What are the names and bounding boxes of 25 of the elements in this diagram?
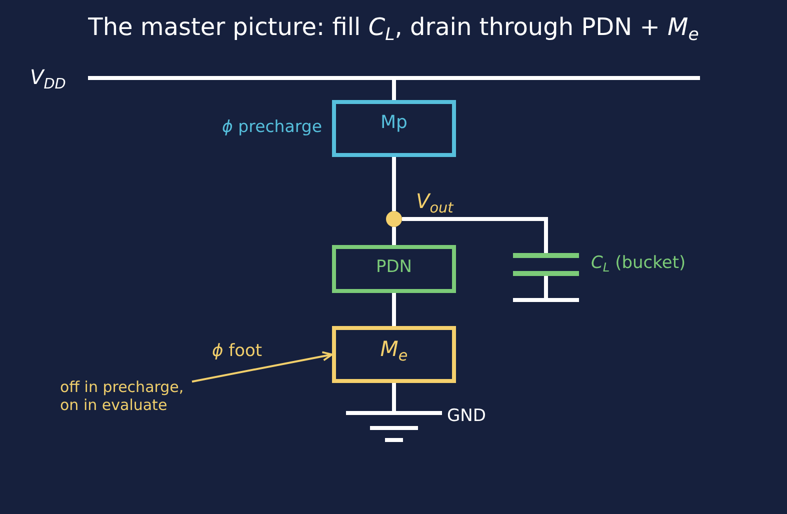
arrow — [192, 351, 333, 383]
junction-dot — [386, 211, 402, 227]
rail-label: V$_{DD}$ — [30, 65, 66, 89]
supply-rail — [88, 76, 700, 80]
network-label: PDN — [376, 256, 412, 278]
capacitor-label: C$_{L}$ (bucket) — [591, 253, 686, 274]
wire — [402, 217, 548, 253]
title: The master picture: fill C$_{L}$, drain through PDN + M$_{e}$ — [87, 13, 700, 42]
wire — [392, 383, 396, 411]
transistor-label: Mp — [380, 112, 408, 134]
wire — [392, 293, 396, 326]
wire — [392, 157, 396, 211]
note-text: off in precharge, on in evaluate — [60, 378, 192, 414]
capacitor-symbol — [513, 253, 579, 302]
edge-label: ϕ foot — [212, 341, 262, 362]
signal-label: ϕ precharge — [222, 117, 322, 137]
wire — [392, 80, 396, 100]
transistor-label: M$_{e}$ — [380, 336, 408, 362]
transistor-box — [332, 100, 456, 157]
ground-symbol — [346, 411, 442, 442]
wire — [392, 227, 396, 245]
transistor-box — [332, 326, 456, 383]
network-box — [332, 245, 456, 293]
ground-label: GND — [447, 406, 486, 426]
node-voltage-label: V$_{out}$ — [416, 189, 454, 213]
